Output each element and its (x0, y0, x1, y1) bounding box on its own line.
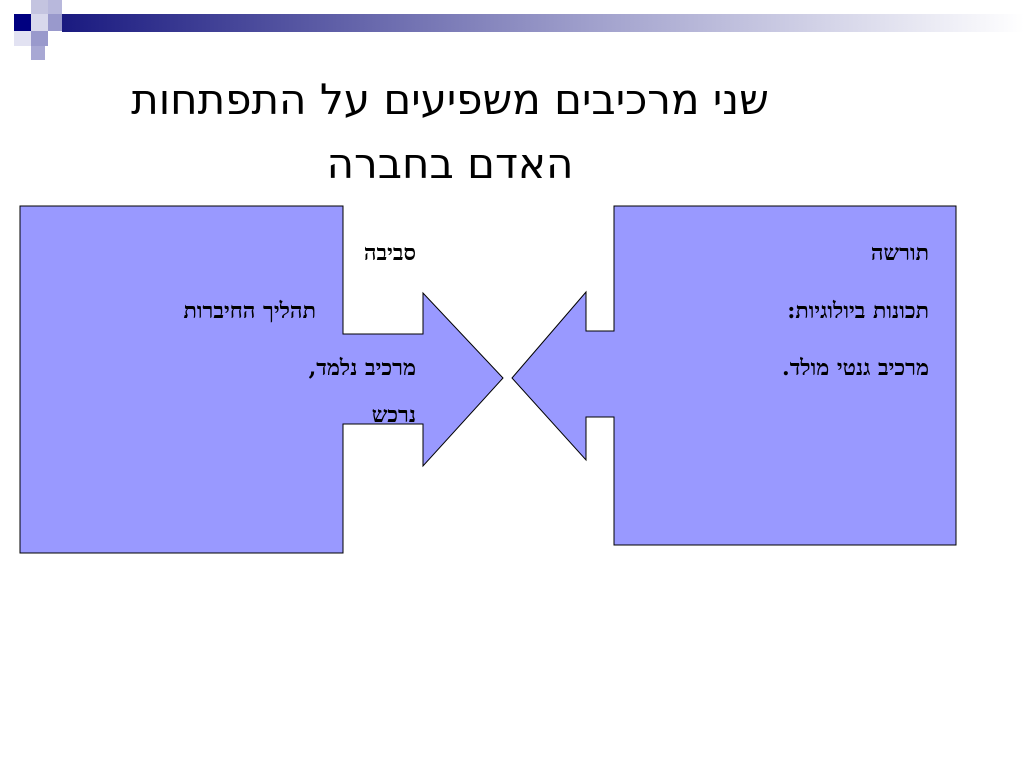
left-box-heading: סביבה (363, 240, 416, 266)
header-decoration (14, 0, 1024, 60)
decor-square-mid-2 (31, 31, 48, 46)
decor-square-light-2 (48, 0, 62, 14)
left-box-line-3: נרכש (371, 402, 416, 428)
left-box-line-2: מרכיב נלמד, (308, 355, 416, 381)
right-arrow-callout-shape (511, 205, 957, 546)
decor-square-light-1 (31, 0, 48, 14)
decor-square-navy-1 (14, 14, 31, 31)
right-box-line-1: תכונות ביולוגיות: (787, 298, 929, 324)
left-arrow-callout-shape (19, 205, 504, 554)
slide-title-line-2: האדם בחברה (326, 139, 574, 188)
right-box-heading: תורשה (870, 240, 929, 266)
decor-square-mid-1 (48, 14, 62, 31)
decor-square-navy-2 (31, 14, 48, 31)
decor-square-light-3 (14, 31, 31, 46)
right-box-line-2: מרכיב גנטי מולד. (782, 355, 929, 381)
header-gradient-bar (62, 14, 1024, 32)
slide-title: שני מרכיבים משפיעים על התפתחות האדם בחבר… (40, 68, 860, 196)
slide-title-line-1: שני מרכיבים משפיעים על התפתחות (131, 75, 769, 124)
decor-square-mid-3 (31, 46, 45, 60)
left-box-line-1: תהליך החיברות (183, 298, 317, 324)
